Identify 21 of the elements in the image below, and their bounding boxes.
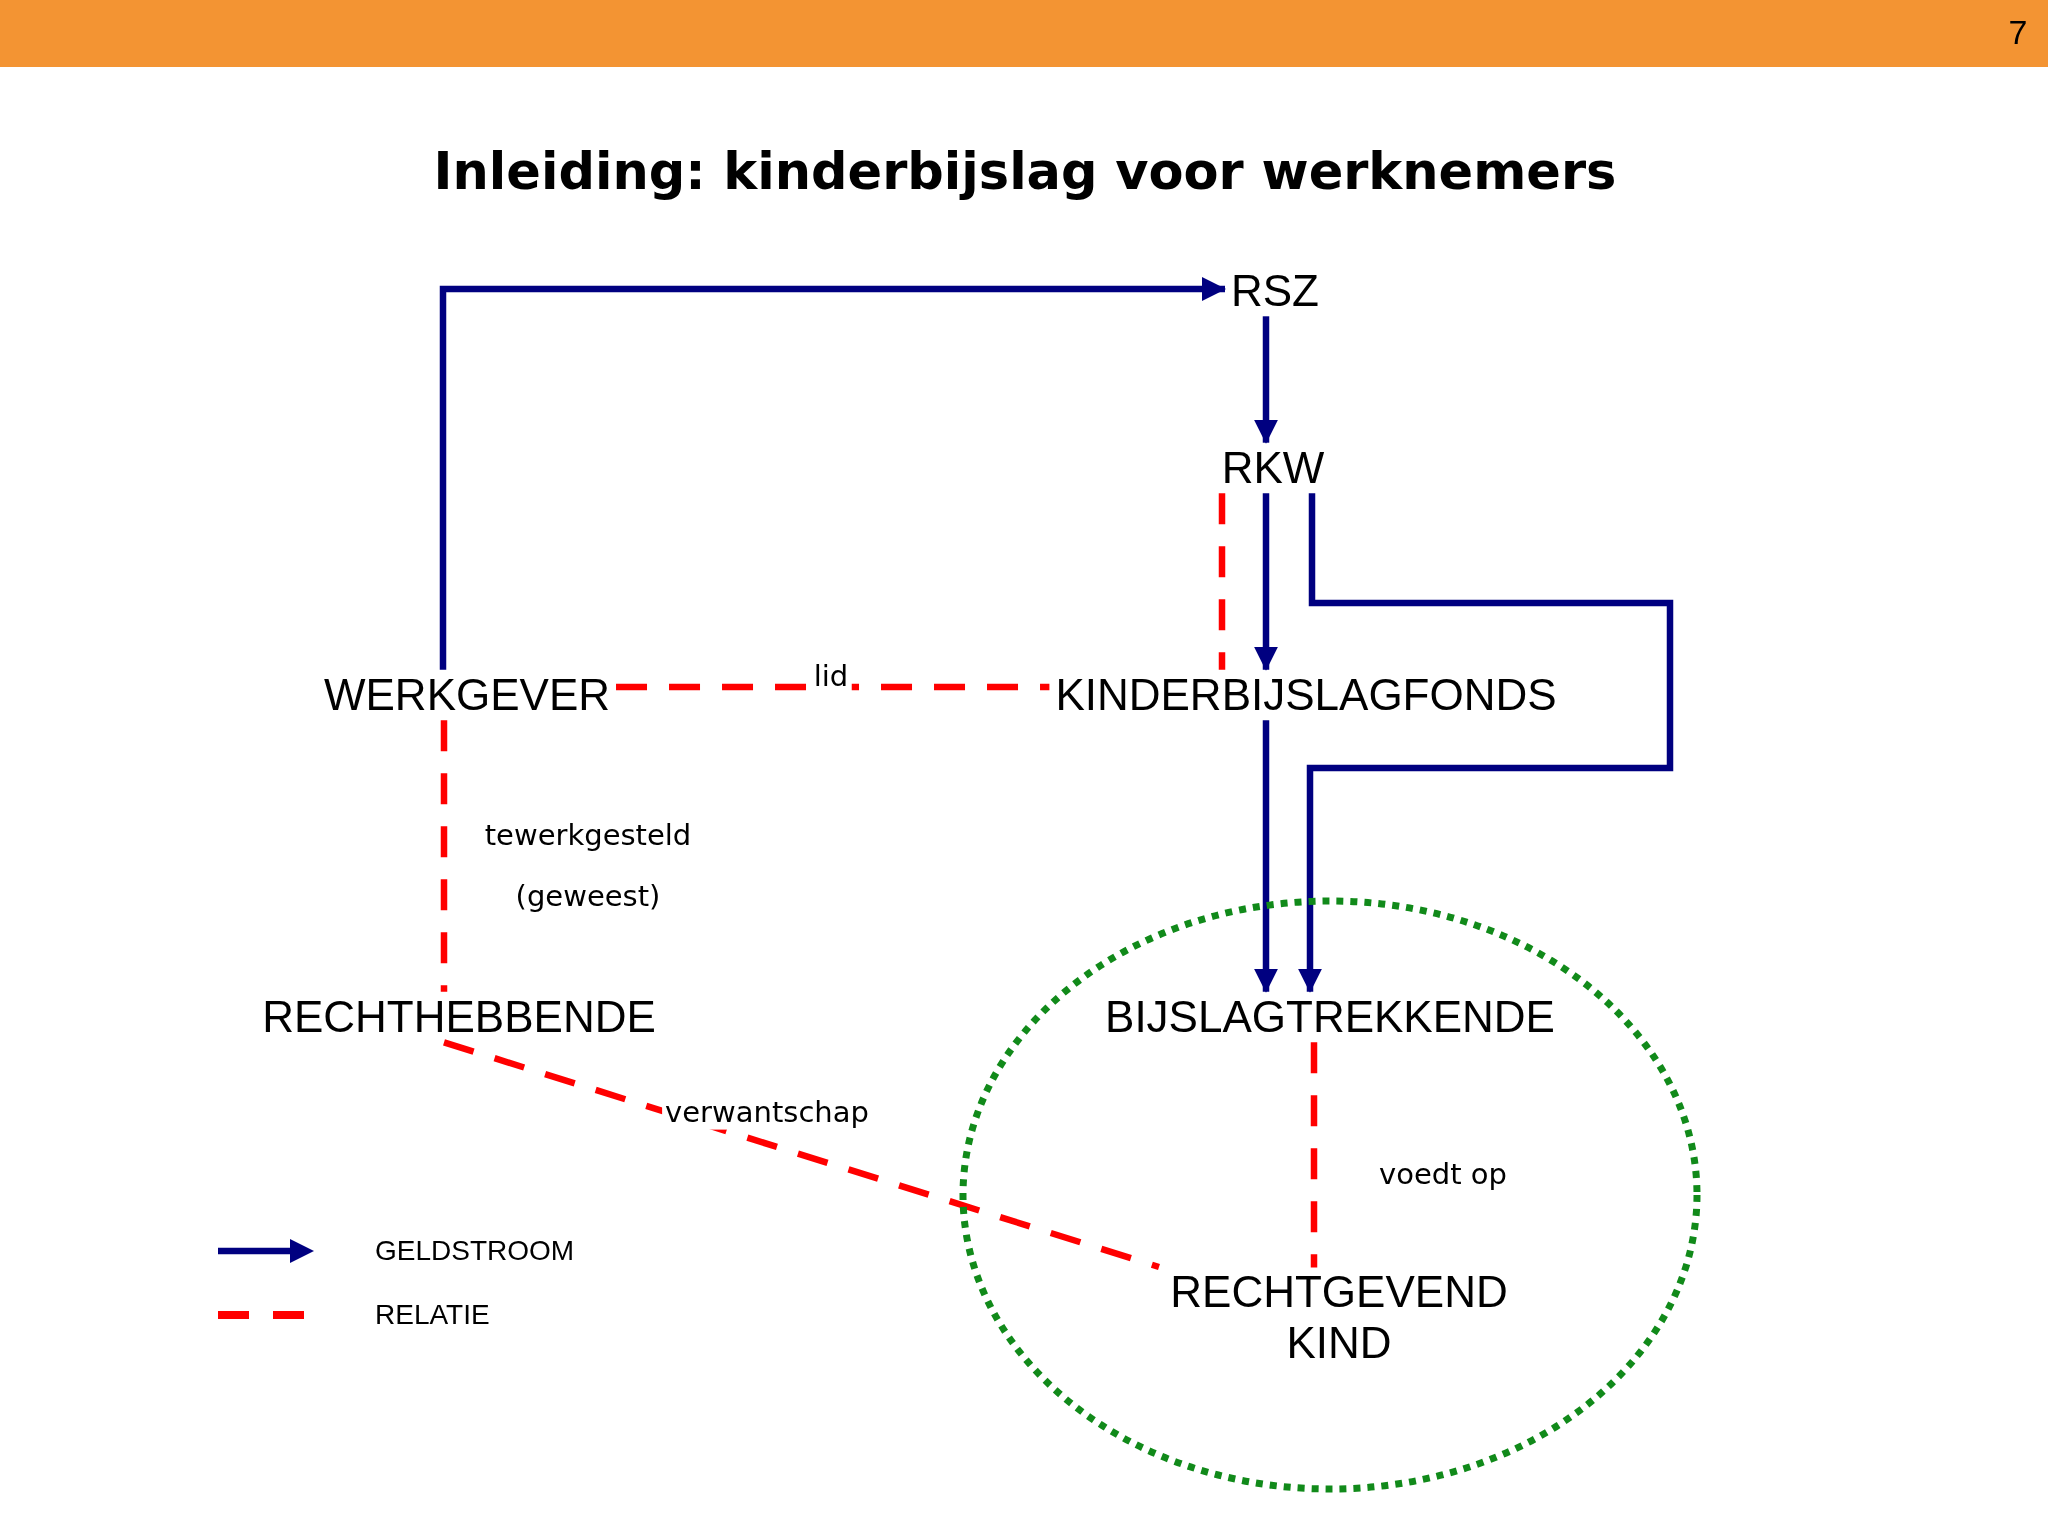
connector-line bbox=[1218, 493, 1226, 670]
arrow bbox=[1298, 493, 1674, 993]
node-label: RECHTHEBBENDE bbox=[256, 991, 662, 1043]
arrow bbox=[1254, 720, 1278, 993]
legend-label: RELATIE bbox=[375, 1298, 490, 1332]
node-label: KINDERBIJSLAGFONDS bbox=[1049, 669, 1563, 721]
node-label: RSZ bbox=[1225, 265, 1325, 317]
arrow bbox=[1254, 316, 1278, 444]
legend-label: GELDSTROOM bbox=[375, 1234, 575, 1268]
node-label: BIJSLAGTREKKENDE bbox=[1099, 991, 1561, 1043]
arrow bbox=[1254, 493, 1278, 671]
group-ellipse bbox=[959, 897, 1701, 1493]
node-label: RECHTGEVEND KIND bbox=[1159, 1267, 1519, 1369]
node-label: RKW bbox=[1215, 442, 1331, 494]
node-label: WERKGEVER bbox=[318, 669, 616, 721]
arrow bbox=[439, 277, 1226, 670]
page-number: 7 bbox=[2008, 13, 2028, 53]
connector-line bbox=[440, 720, 448, 992]
connector-line bbox=[1310, 1042, 1318, 1268]
title: Inleiding: kinderbijslag voor werknemers bbox=[433, 141, 1617, 203]
connector-line bbox=[443, 1039, 1160, 1271]
